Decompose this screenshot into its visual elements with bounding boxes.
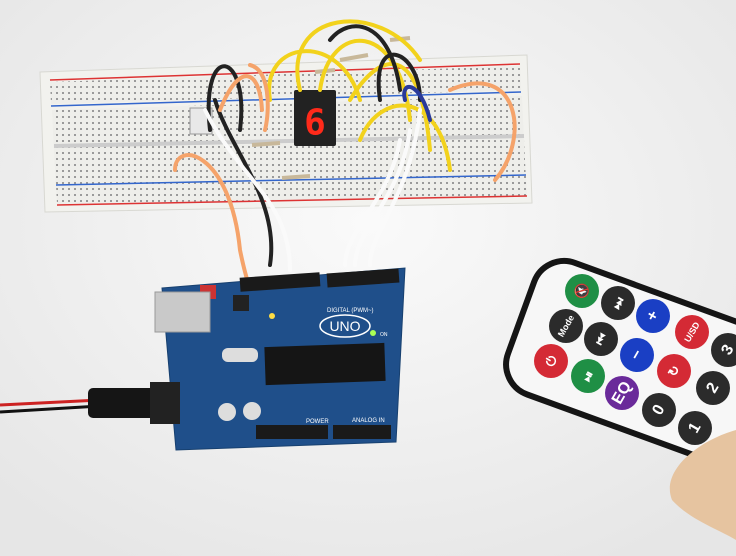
button-cap[interactable] — [696, 371, 730, 405]
seven-segment-display: 6 — [294, 90, 336, 146]
dc-power-cable — [0, 382, 180, 424]
remote-button-repeat[interactable]: ↻ — [657, 354, 691, 388]
uno-logo — [319, 314, 371, 338]
power-rail-blue — [50, 91, 522, 107]
button-cap[interactable] — [636, 299, 670, 333]
button-cap[interactable] — [620, 338, 654, 372]
remote-button-EQ[interactable]: EQ — [605, 376, 639, 410]
remote-button-3[interactable]: 3 — [711, 333, 736, 367]
crystal — [222, 348, 258, 362]
button-cap[interactable] — [584, 322, 618, 356]
digital-header-right — [326, 268, 400, 288]
breadboard — [39, 54, 533, 213]
power-header — [256, 425, 328, 439]
display-digit: 6 — [304, 103, 326, 144]
button-cap[interactable] — [601, 286, 635, 320]
analog-label: ANALOG IN — [352, 418, 385, 424]
button-cap[interactable] — [675, 315, 709, 349]
digital-label: DIGITAL (PWM~) — [327, 308, 374, 314]
remote-button-play-pause[interactable]: ⏯ — [571, 359, 605, 393]
button-cap[interactable] — [565, 274, 599, 308]
capacitor — [218, 403, 236, 421]
remote-button-0[interactable]: 0 — [642, 393, 676, 427]
power-rail-red — [49, 63, 521, 81]
button-cap[interactable] — [678, 411, 712, 445]
button-cap[interactable] — [657, 354, 691, 388]
remote-button-next-track[interactable]: ⏭ — [601, 286, 635, 320]
button-cap[interactable] — [549, 309, 583, 343]
button-cap[interactable] — [711, 333, 736, 367]
on-label: ON — [380, 332, 388, 338]
arduino-uno-board: UNO DIGITAL (PWM~) ON POWER ANALOG IN — [161, 267, 406, 451]
hand — [669, 430, 736, 540]
button-cap[interactable] — [642, 393, 676, 427]
power-label: POWER — [306, 419, 329, 425]
model-label: UNO — [329, 318, 360, 334]
remote-button-mute[interactable]: 🔇 — [565, 274, 599, 308]
remote-button-2[interactable]: 2 — [696, 371, 730, 405]
remote-button-previous-track[interactable]: ⏮ — [584, 322, 618, 356]
remote-button-−[interactable]: − — [620, 338, 654, 372]
analog-header — [333, 425, 391, 439]
button-cap[interactable] — [605, 376, 639, 410]
button-cap[interactable] — [534, 344, 568, 378]
remote-button-Mode[interactable]: Mode — [549, 309, 583, 343]
remote-button-1[interactable]: 1 — [678, 411, 712, 445]
remote-button-power[interactable]: ⏻ — [534, 344, 568, 378]
mute-icon: 🔇 — [571, 280, 592, 302]
remote-button-U/SD[interactable]: U/SD — [675, 315, 709, 349]
atmega-chip — [264, 342, 386, 386]
capacitor — [243, 402, 261, 420]
button-cap[interactable] — [571, 359, 605, 393]
remote-button-+[interactable]: + — [636, 299, 670, 333]
digital-header-left — [239, 272, 321, 292]
on-led — [370, 330, 376, 336]
usb-port — [154, 291, 211, 333]
